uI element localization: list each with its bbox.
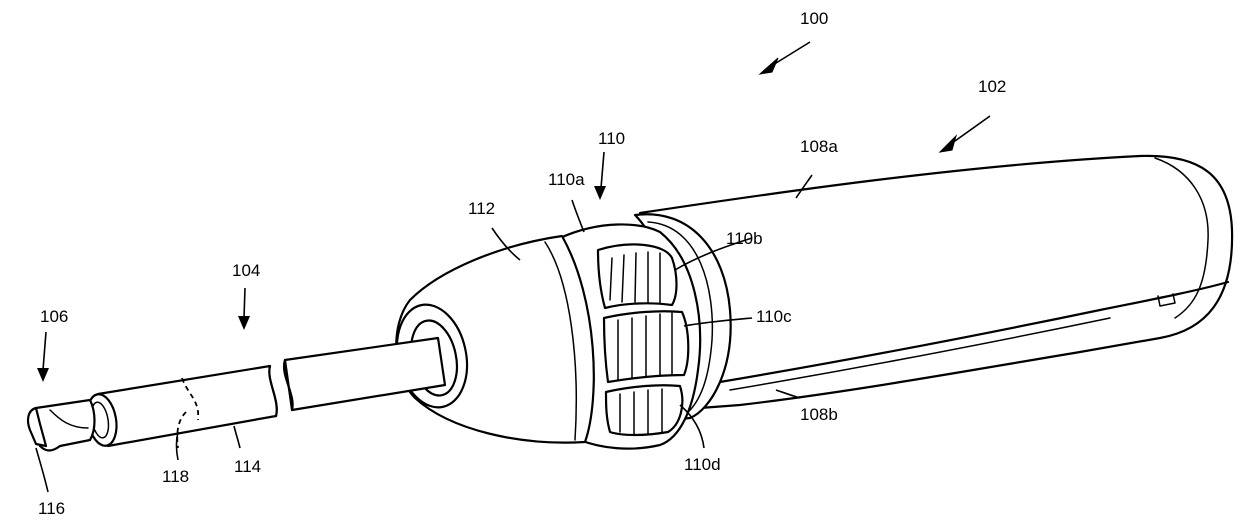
label-114: 114 bbox=[234, 457, 261, 476]
label-104: 104 bbox=[232, 261, 260, 280]
handle-body bbox=[635, 156, 1232, 423]
label-102: 102 bbox=[978, 77, 1006, 96]
label-110c: 110c bbox=[756, 307, 792, 326]
label-116: 116 bbox=[38, 499, 65, 518]
label-106: 106 bbox=[40, 307, 68, 326]
arrow-110 bbox=[594, 186, 606, 200]
arrow-100 bbox=[760, 58, 778, 74]
shaft bbox=[84, 338, 445, 448]
arrow-106 bbox=[37, 368, 49, 382]
label-100: 100 bbox=[800, 9, 828, 28]
label-118: 118 bbox=[162, 467, 189, 486]
label-110a: 110a bbox=[548, 170, 585, 189]
tip bbox=[28, 400, 95, 451]
label-112: 112 bbox=[468, 199, 495, 218]
label-110: 110 bbox=[598, 129, 625, 148]
arrow-104 bbox=[238, 316, 250, 330]
label-108a: 108a bbox=[800, 137, 838, 156]
arrow-102 bbox=[940, 136, 956, 152]
nose-cone bbox=[388, 236, 594, 443]
label-108b: 108b bbox=[800, 405, 838, 424]
label-110b: 110b bbox=[726, 229, 763, 248]
label-110d: 110d bbox=[684, 455, 721, 474]
